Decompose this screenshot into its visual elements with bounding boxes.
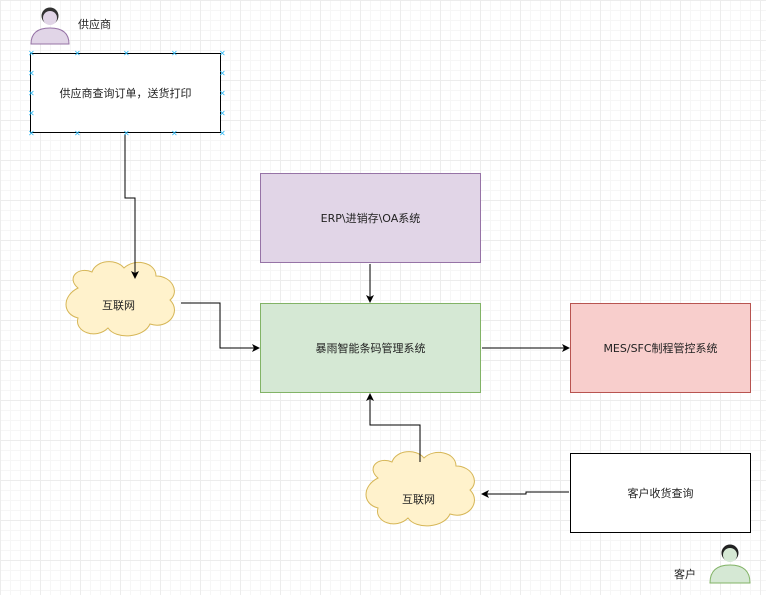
internet-cloud-top xyxy=(65,261,175,337)
resize-handle-icon[interactable]: ✕ xyxy=(74,49,81,58)
edge-customer-to-internet xyxy=(481,490,569,498)
customer-user-icon xyxy=(709,544,751,584)
supplier-label: 供应商 xyxy=(78,18,111,31)
internet-cloud-bottom xyxy=(365,451,475,527)
resize-handle-icon[interactable]: ✕ xyxy=(28,69,35,78)
supplier-query-text: 供应商查询订单，送货打印 xyxy=(59,87,192,100)
resize-handle-icon[interactable]: ✕ xyxy=(219,49,226,58)
resize-handle-icon[interactable]: ✕ xyxy=(171,129,178,138)
barcode-system-text: 暴雨智能条码管理系统 xyxy=(315,342,426,355)
erp-system-text: ERP\进销存\OA系统 xyxy=(320,212,421,225)
mes-system-box[interactable]: MES/SFC制程管控系统 xyxy=(570,303,751,393)
resize-handle-icon[interactable]: ✕ xyxy=(219,129,226,138)
resize-handle-icon[interactable]: ✕ xyxy=(219,69,226,78)
customer-label: 客户 xyxy=(674,568,696,581)
resize-handle-icon[interactable]: ✕ xyxy=(123,129,130,138)
resize-handle-icon[interactable]: ✕ xyxy=(219,109,226,118)
resize-handle-icon[interactable]: ✕ xyxy=(171,49,178,58)
edge-internet-to-main xyxy=(181,302,260,352)
resize-handle-icon[interactable]: ✕ xyxy=(219,89,226,98)
mes-system-text: MES/SFC制程管控系统 xyxy=(603,342,718,355)
resize-handle-icon[interactable]: ✕ xyxy=(28,129,35,138)
erp-system-box[interactable]: ERP\进销存\OA系统 xyxy=(260,173,481,263)
supplier-query-box[interactable]: 供应商查询订单，送货打印 xyxy=(30,53,221,133)
resize-handle-icon[interactable]: ✕ xyxy=(28,89,35,98)
internet-top-label: 互联网 xyxy=(102,299,135,312)
internet-bottom-label: 互联网 xyxy=(402,493,435,506)
supplier-user-icon xyxy=(30,7,70,45)
resize-handle-icon[interactable]: ✕ xyxy=(28,49,35,58)
resize-handle-icon[interactable]: ✕ xyxy=(28,109,35,118)
resize-handle-icon[interactable]: ✕ xyxy=(74,129,81,138)
barcode-system-box[interactable]: 暴雨智能条码管理系统 xyxy=(260,303,481,393)
customer-query-text: 客户收货查询 xyxy=(627,487,694,500)
edge-internet-to-main-bottom xyxy=(366,393,421,462)
edge-supplier-to-internet xyxy=(124,134,139,279)
resize-handle-icon[interactable]: ✕ xyxy=(123,49,130,58)
customer-query-box[interactable]: 客户收货查询 xyxy=(570,453,751,533)
